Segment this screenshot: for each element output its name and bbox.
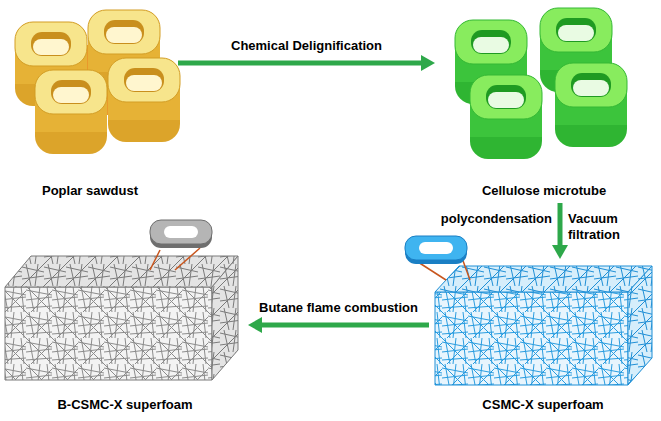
wood-cell [35,70,107,154]
foam-side [212,256,238,380]
stage-node: Cellulose microtube [438,5,650,200]
arrow-label: Chemical Delignification [231,38,382,54]
tube-hole [164,226,198,238]
tube-top [405,236,467,260]
microtube [470,75,542,159]
stage-node: Poplar sawdust [5,5,175,200]
stage-label: Cellulose microtube [482,183,606,198]
foam-side [628,266,652,385]
stage-label: Poplar sawdust [42,183,138,198]
foam-top [435,266,652,292]
foam-front [435,292,628,385]
process-arrow [261,323,429,328]
stage-node: B-CSMC-X superfoam [5,250,245,414]
blue-foam [435,266,652,385]
process-note: polycondensation [441,211,552,227]
tube-top [150,220,212,244]
sawdust-blocks [15,10,180,154]
arrowhead [248,317,262,333]
process-arrow [178,61,422,66]
leader-line [175,248,200,270]
foam-front [5,287,212,380]
arrowhead [552,245,568,259]
blue-tube-inset [405,236,470,280]
microtube-blocks [455,8,627,159]
microtube [555,63,627,147]
arrowhead [421,55,435,71]
wood-cell [108,58,180,142]
arrow-label: Vacuum filtration [568,211,655,242]
leader-line [150,250,160,270]
stage-label: CSMC-X superfoam [482,397,603,412]
arrow-label: Butane flame combustion [259,300,418,316]
leader-line [418,262,446,280]
stage-label: B-CSMC-X superfoam [57,397,192,412]
tube-hole [419,242,453,254]
grey-tube-inset [150,220,212,270]
foam-top [5,256,238,287]
stage-node: CSMC-X superfoam [432,262,654,414]
grey-foam [5,256,238,380]
process-arrow [558,203,563,246]
